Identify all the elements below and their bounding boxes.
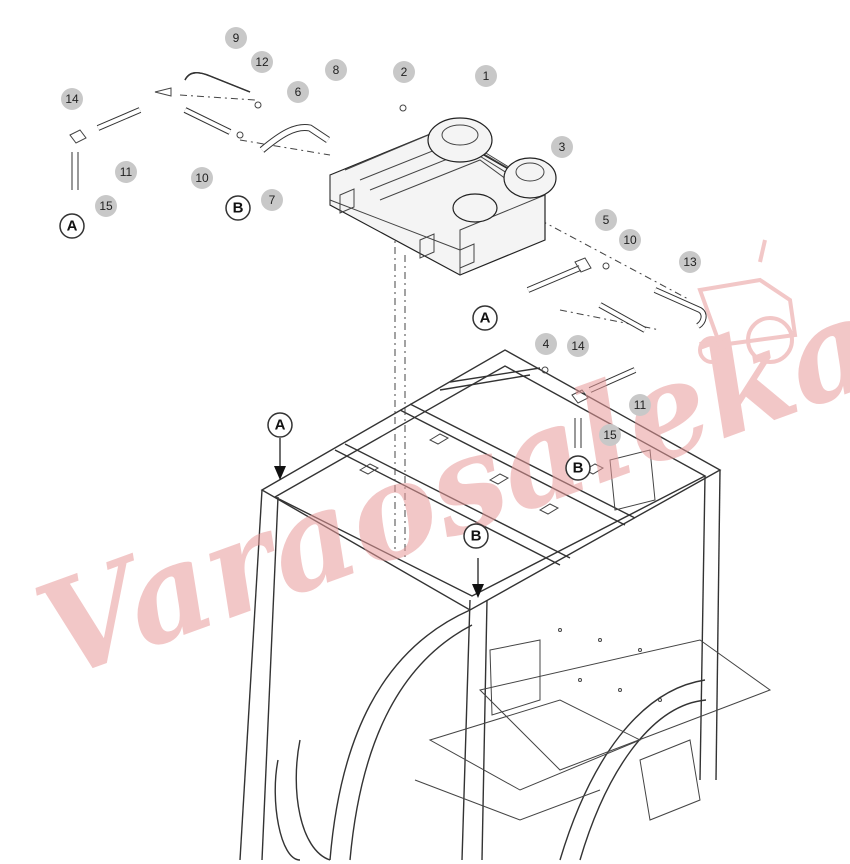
letter-text: A (67, 218, 78, 235)
reference-letter-A: A (472, 305, 498, 331)
callout-number: 14 (65, 92, 79, 106)
callout-4: 4 (535, 333, 557, 355)
callout-bubble (475, 65, 497, 87)
reference-letter-B: B (225, 195, 251, 221)
letter-text: B (233, 200, 244, 217)
callout-bubble (679, 251, 701, 273)
callout-number: 6 (295, 85, 302, 99)
callout-bubble (61, 88, 83, 110)
callout-number: 14 (571, 339, 585, 353)
callout-number: 5 (603, 213, 610, 227)
letter-ring (267, 412, 293, 438)
letter-text: A (275, 417, 286, 434)
callout-number: 7 (269, 193, 276, 207)
callout-15: 15 (95, 195, 117, 217)
watermark-text: Varaosaleka (18, 266, 850, 710)
callout-number: 2 (401, 65, 408, 79)
callout-bubble (115, 161, 137, 183)
callout-bubble (325, 59, 347, 81)
letter-ring (472, 305, 498, 331)
callout-7: 7 (261, 189, 283, 211)
callout-8: 8 (325, 59, 347, 81)
letter-ring (225, 195, 251, 221)
callout-bubble (191, 167, 213, 189)
callout-number: 4 (543, 337, 550, 351)
callout-14: 14 (567, 335, 589, 357)
reference-letter-A: A (267, 412, 293, 438)
letter-ring (565, 455, 591, 481)
alignment-lines (179, 94, 691, 560)
callout-number: 15 (99, 199, 113, 213)
callout-11: 11 (115, 161, 137, 183)
callout-bubble (599, 424, 621, 446)
callout-bubble (619, 229, 641, 251)
callout-number: 13 (683, 255, 697, 269)
callout-12: 12 (251, 51, 273, 73)
callout-10: 10 (191, 167, 213, 189)
callout-bubble (595, 209, 617, 231)
callout-15: 15 (599, 424, 621, 446)
callout-number: 10 (623, 233, 637, 247)
callout-number: 3 (559, 140, 566, 154)
letter-ring (59, 213, 85, 239)
callout-13: 13 (679, 251, 701, 273)
callout-number: 10 (195, 171, 209, 185)
watermark: Varaosaleka (18, 239, 850, 710)
callout-bubble (287, 81, 309, 103)
callout-bubble (535, 333, 557, 355)
callout-3: 3 (551, 136, 573, 158)
hvac-unit (329, 117, 557, 276)
callout-bubble (629, 394, 651, 416)
reference-letter-B: B (565, 455, 591, 481)
hoses-and-parts (69, 72, 707, 448)
callout-11: 11 (629, 394, 651, 416)
reference-letter-B: B (463, 523, 489, 549)
callout-2: 2 (393, 61, 415, 83)
callout-bubble (95, 195, 117, 217)
letter-text: B (471, 528, 482, 545)
callout-bubble (261, 189, 283, 211)
callout-number: 1 (483, 69, 490, 83)
callout-10: 10 (619, 229, 641, 251)
letter-text: B (573, 460, 584, 477)
callout-5: 5 (595, 209, 617, 231)
callout-bubble (567, 335, 589, 357)
callout-bubble (551, 136, 573, 158)
reference-letters: A A A B B B (59, 195, 591, 549)
callout-9: 9 (225, 27, 247, 49)
callout-14: 14 (61, 88, 83, 110)
callout-number: 11 (120, 165, 133, 179)
letter-ring (463, 523, 489, 549)
reference-letter-A: A (59, 213, 85, 239)
callout-number: 12 (255, 55, 269, 69)
callout-number: 11 (634, 398, 647, 412)
cab-frame (239, 349, 772, 861)
callout-1: 1 (475, 65, 497, 87)
callout-number: 8 (333, 63, 340, 77)
callout-bubble (225, 27, 247, 49)
callout-6: 6 (287, 81, 309, 103)
callout-number: 15 (603, 428, 617, 442)
letter-text: A (480, 310, 491, 327)
callout-bubble (393, 61, 415, 83)
tractor-logo (697, 239, 798, 364)
callout-number: 9 (233, 31, 240, 45)
callout-bubble (251, 51, 273, 73)
